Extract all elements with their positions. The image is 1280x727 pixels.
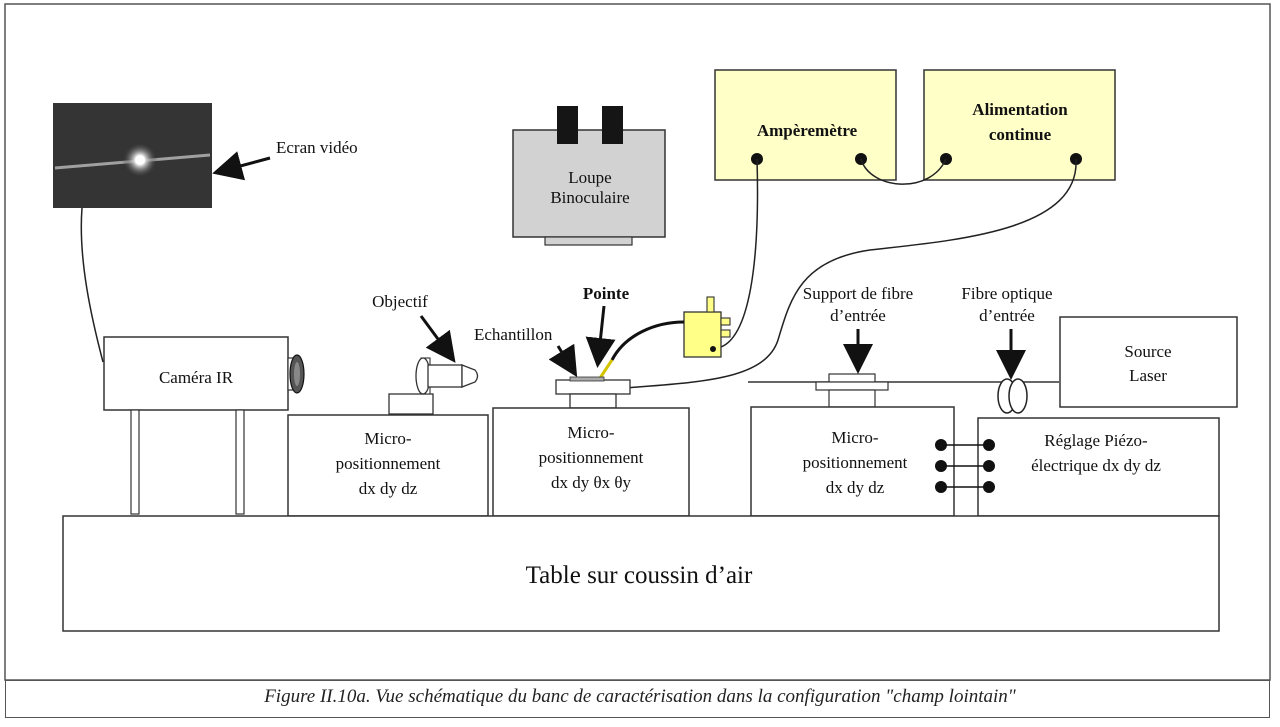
fiber-support-label-line2: d’entrée: [830, 306, 886, 325]
stage-2-label-line3: dx dy θx θy: [551, 473, 632, 492]
input-fiber-label-line1: Fibre optique: [961, 284, 1052, 303]
binocular-magnifier: [512, 106, 666, 246]
ammeter-box: [714, 69, 897, 181]
ir-camera: [103, 336, 305, 515]
wire-ammeter-to-probe: [717, 158, 759, 349]
piezo-connectors: [941, 444, 989, 488]
stage-3-label-line1: Micro-: [831, 428, 879, 447]
objective-arrow: [419, 315, 456, 363]
probe-arm: [610, 320, 685, 361]
stage-2-label-line2: positionnement: [539, 448, 644, 467]
probe-tip: [598, 359, 614, 379]
video-screen-label: Ecran vidéo: [276, 138, 358, 157]
air-table-label: Table sur coussin d’air: [526, 562, 753, 589]
fiber-support: [815, 373, 889, 408]
stage-1-label-line2: positionnement: [336, 454, 441, 473]
sample-stage: [555, 376, 631, 409]
tip-label: Pointe: [583, 284, 630, 303]
input-fiber-label-line2: d’entrée: [979, 306, 1035, 325]
probe-holder: [683, 296, 731, 358]
piezo-label-line2: électrique dx dy dz: [1031, 456, 1161, 475]
video-cable: [80, 207, 104, 363]
figure-caption: Figure II.10a. Vue schématique du banc d…: [264, 686, 1016, 707]
camera-label: Caméra IR: [159, 368, 234, 387]
stage-2-label-line1: Micro-: [567, 423, 615, 442]
video-screen-arrow: [212, 151, 271, 181]
piezo-connector-dots: [935, 439, 995, 493]
objective-lens: [388, 357, 479, 415]
tip-arrow: [585, 305, 616, 368]
objective-label: Objectif: [372, 292, 428, 311]
fiber-coil: [997, 378, 1028, 414]
sample-label: Echantillon: [474, 325, 553, 344]
power-supply-label-line1: Alimentation: [972, 100, 1068, 119]
laser-source-label-line1: Source: [1124, 342, 1171, 361]
power-supply-label-line2: continue: [989, 125, 1052, 144]
stage-3-label-line2: positionnement: [803, 453, 908, 472]
laser-source-box: [1059, 316, 1238, 408]
stage-1-label-line1: Micro-: [364, 429, 412, 448]
binocular-label-line2: Binoculaire: [550, 188, 629, 207]
wire-ammeter-to-power: [860, 158, 947, 185]
video-screen: [53, 103, 212, 208]
air-table: [62, 515, 1220, 632]
piezo-adjustment: [977, 417, 1220, 517]
laser-source-label-line2: Laser: [1129, 366, 1167, 385]
fiber-support-label-line1: Support de fibre: [803, 284, 913, 303]
power-supply-box: [923, 69, 1116, 181]
wire-power-to-sample: [624, 158, 1077, 389]
sample-arrow: [548, 343, 578, 378]
stage-3-label-line3: dx dy dz: [826, 478, 885, 497]
binocular-label-line1: Loupe: [568, 168, 611, 187]
positioning-stage-1: [287, 414, 489, 517]
caption-frame: [5, 680, 1270, 718]
stage-1-label-line3: dx dy dz: [359, 479, 418, 498]
ammeter-label: Ampèremètre: [757, 121, 858, 140]
piezo-label-line1: Réglage Piézo-: [1044, 431, 1148, 450]
